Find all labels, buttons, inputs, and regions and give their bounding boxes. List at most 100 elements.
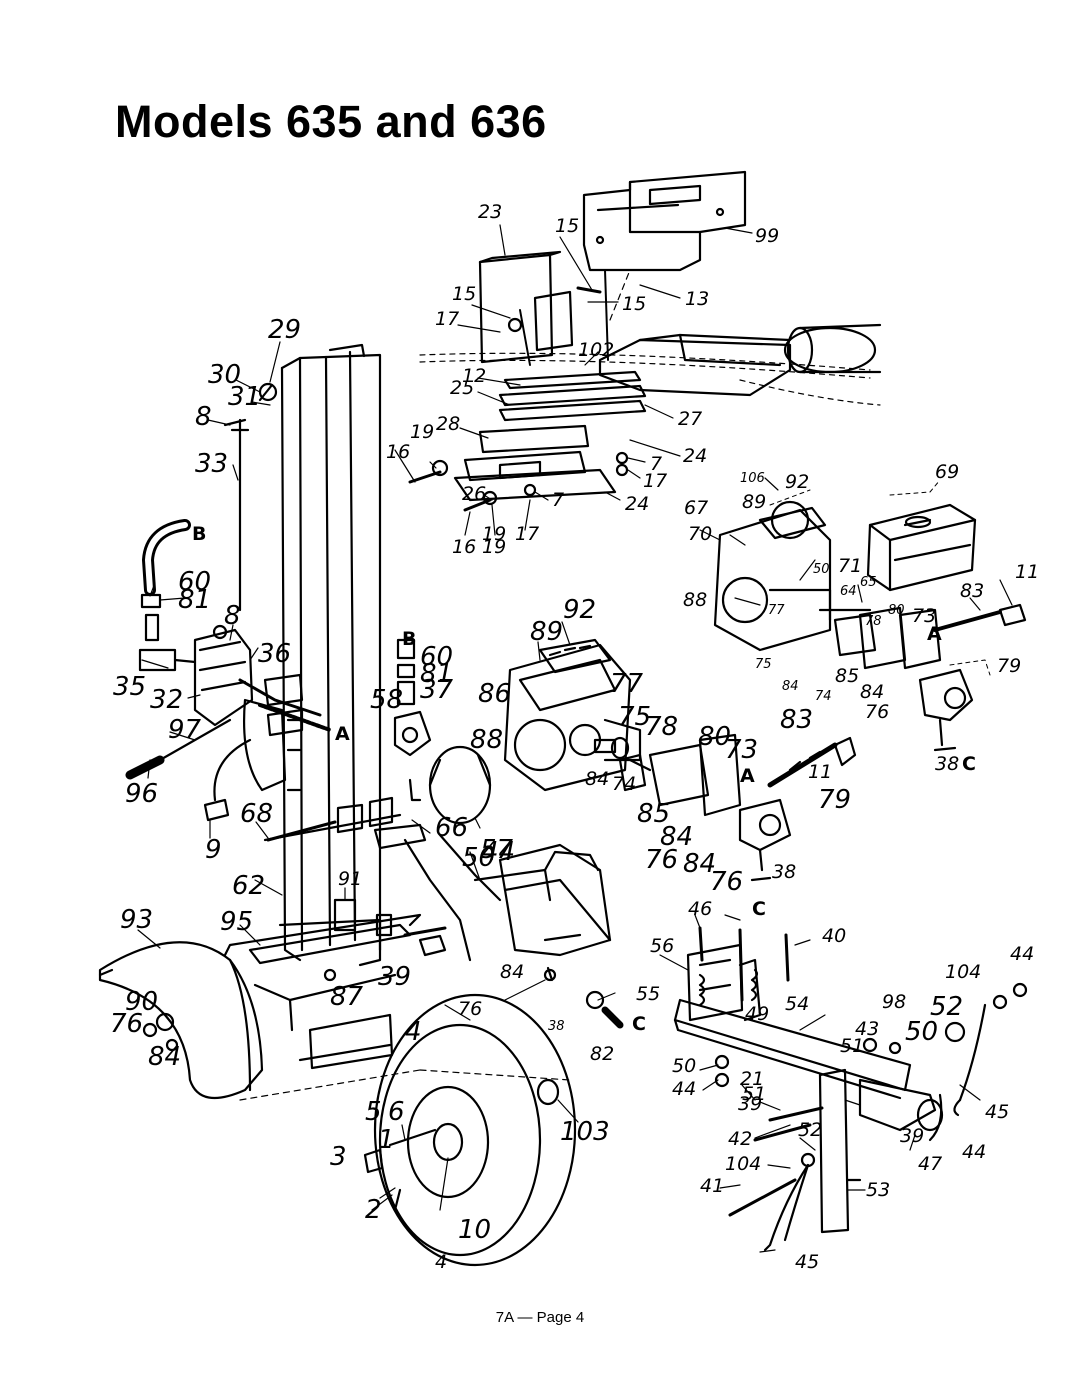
callout-92: 92 bbox=[563, 595, 596, 625]
callout-79: 79 bbox=[997, 655, 1021, 677]
callout-84: 84 bbox=[148, 1042, 181, 1072]
lower-frame-drawing bbox=[248, 823, 612, 965]
callout-A: A bbox=[927, 623, 942, 645]
callout-25: 25 bbox=[450, 377, 474, 399]
callout-17: 17 bbox=[435, 308, 459, 330]
callout-64: 64 bbox=[840, 584, 857, 599]
callout-C: C bbox=[632, 1013, 646, 1035]
callout-81: 81 bbox=[178, 585, 211, 615]
callout-102: 102 bbox=[578, 339, 614, 361]
callout-29: 29 bbox=[268, 315, 301, 345]
engine-right-drawing bbox=[713, 479, 1027, 752]
callout-11: 11 bbox=[808, 761, 832, 783]
callout-8: 8 bbox=[224, 601, 241, 631]
callout-17: 17 bbox=[515, 523, 539, 545]
callout-60: 60 bbox=[420, 642, 453, 672]
callout-24: 24 bbox=[683, 445, 707, 467]
callout-40: 40 bbox=[822, 925, 846, 947]
hose-a-drawing bbox=[767, 736, 857, 788]
callout-84: 84 bbox=[585, 768, 609, 790]
callout-43: 43 bbox=[855, 1018, 879, 1040]
callout-82: 82 bbox=[590, 1043, 614, 1065]
callout-88: 88 bbox=[470, 725, 503, 755]
callout-4: 4 bbox=[435, 1251, 447, 1273]
callout-B: B bbox=[402, 628, 416, 650]
callout-76: 76 bbox=[865, 701, 889, 723]
hydraulic-hose-drawing bbox=[140, 519, 191, 642]
callout-76: 76 bbox=[645, 845, 678, 875]
callout-45: 45 bbox=[985, 1101, 1009, 1123]
callout-13: 13 bbox=[685, 288, 709, 310]
callout-56: 56 bbox=[650, 935, 674, 957]
callout-32: 32 bbox=[150, 685, 183, 715]
callout-38: 38 bbox=[548, 1019, 565, 1034]
callout-53: 53 bbox=[866, 1179, 890, 1201]
callout-C: C bbox=[752, 898, 766, 920]
callout-15: 15 bbox=[622, 293, 646, 315]
callout-4: 4 bbox=[405, 1017, 422, 1047]
callout-1: 1 bbox=[378, 1125, 395, 1155]
callout-12: 12 bbox=[462, 365, 486, 387]
callout-57: 57 bbox=[480, 835, 514, 865]
callout-106: 106 bbox=[740, 471, 765, 486]
beam-drawing bbox=[598, 323, 882, 406]
callout-51: 51 bbox=[840, 1035, 864, 1057]
callout-75: 75 bbox=[618, 702, 651, 732]
callout-70: 70 bbox=[688, 523, 712, 545]
callout-15: 15 bbox=[452, 283, 476, 305]
callout-55: 55 bbox=[636, 983, 660, 1005]
callout-31: 31 bbox=[228, 382, 261, 412]
callout-7: 7 bbox=[552, 489, 564, 511]
callout-69: 69 bbox=[935, 461, 959, 483]
callout-45: 45 bbox=[795, 1251, 819, 1273]
callout-75: 75 bbox=[755, 657, 772, 672]
callout-11: 11 bbox=[1015, 561, 1039, 583]
callout-19: 19 bbox=[410, 421, 434, 443]
callout-79: 79 bbox=[818, 785, 851, 815]
page-footer: 7A — Page 4 bbox=[495, 1309, 585, 1326]
callout-78: 78 bbox=[645, 712, 678, 742]
callout-73: 73 bbox=[725, 735, 758, 765]
callout-89: 89 bbox=[530, 617, 563, 647]
callout-86: 86 bbox=[478, 679, 511, 709]
callout-17: 17 bbox=[643, 470, 667, 492]
callout-39: 39 bbox=[900, 1125, 924, 1147]
callout-60: 60 bbox=[178, 567, 211, 597]
callout-38: 38 bbox=[935, 753, 959, 775]
callout-68: 68 bbox=[240, 799, 273, 829]
callout-76: 76 bbox=[458, 998, 482, 1020]
callout-104: 104 bbox=[725, 1153, 761, 1175]
callout-85: 85 bbox=[835, 665, 859, 687]
callout-67: 67 bbox=[684, 497, 708, 519]
callout-99: 99 bbox=[755, 225, 779, 247]
callout-47: 47 bbox=[918, 1153, 942, 1175]
callout-88: 88 bbox=[683, 589, 707, 611]
callout-91: 91 bbox=[338, 868, 362, 890]
callout-84: 84 bbox=[860, 681, 884, 703]
callout-labels: 23 15 99 15 15 13 17 102 29 12 25 27 30 … bbox=[110, 201, 1039, 1273]
page-title: Models 635 and 636 bbox=[115, 96, 547, 147]
callout-85: 85 bbox=[637, 799, 670, 829]
callout-39: 39 bbox=[378, 962, 411, 992]
callout-28: 28 bbox=[436, 413, 460, 435]
callout-104: 104 bbox=[945, 961, 981, 983]
callout-44: 44 bbox=[962, 1141, 986, 1163]
callout-93: 93 bbox=[120, 905, 153, 935]
callout-44: 44 bbox=[672, 1078, 696, 1100]
callout-C: C bbox=[962, 753, 976, 775]
callout-44: 44 bbox=[1010, 943, 1034, 965]
tow-tongue-drawing bbox=[673, 926, 1028, 1252]
cylinder-block-drawing bbox=[419, 250, 871, 502]
callout-8: 8 bbox=[195, 402, 212, 432]
callout-51: 51 bbox=[742, 1083, 766, 1105]
misc-parts-drawing bbox=[142, 269, 902, 1088]
callout-83: 83 bbox=[960, 580, 984, 602]
callout-38: 38 bbox=[772, 861, 796, 883]
callout-49: 49 bbox=[745, 1003, 769, 1025]
callout-30: 30 bbox=[208, 360, 241, 390]
callout-52: 52 bbox=[798, 1119, 822, 1141]
callout-16: 16 bbox=[452, 536, 476, 558]
callout-B: B bbox=[192, 523, 206, 545]
callout-33: 33 bbox=[195, 449, 228, 479]
